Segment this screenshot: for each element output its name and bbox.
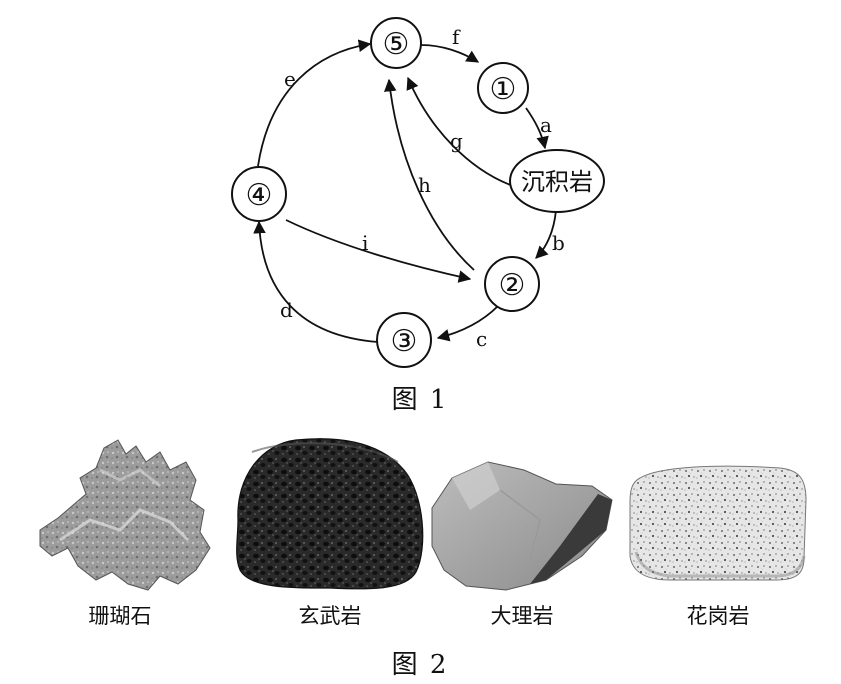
svg-text:沉积岩: 沉积岩 — [521, 168, 593, 196]
svg-text:③: ③ — [391, 324, 418, 359]
coral-stone-image — [40, 440, 210, 590]
rock-name-marble: 大理岩 — [491, 604, 554, 628]
svg-text:①: ① — [490, 72, 517, 107]
basalt-image — [237, 439, 423, 589]
figure2-caption: 图 2 — [392, 650, 449, 680]
edge-e-arrow — [258, 44, 370, 166]
rock-name-basalt: 玄武岩 — [299, 604, 362, 628]
node-4: ④ — [232, 167, 286, 221]
rock-name-granite: 花岗岩 — [687, 604, 750, 628]
edge-i-arrow — [286, 220, 470, 279]
node-sedimentary-rock: 沉积岩 — [510, 150, 604, 212]
rock-cycle-diagram: ⑤ ① 沉积岩 ④ ② ③ e f a g h b i c d 图 — [232, 18, 604, 415]
figure1-caption: 图 1 — [392, 385, 449, 415]
edge-label-e: e — [284, 67, 296, 91]
svg-text:②: ② — [499, 268, 526, 303]
edge-label-b: b — [552, 231, 565, 255]
granite-image — [630, 466, 806, 580]
node-1: ① — [478, 63, 528, 113]
node-5: ⑤ — [371, 18, 421, 68]
edge-c-arrow — [438, 306, 498, 338]
edge-label-c: c — [476, 327, 487, 351]
edge-d-arrow — [259, 222, 378, 342]
marble-image — [432, 462, 612, 590]
edge-label-g: g — [450, 129, 463, 153]
edge-label-f: f — [452, 25, 461, 49]
rock-photos: 珊瑚石 玄武岩 大理岩 花岗岩 图 2 — [40, 439, 806, 680]
node-2: ② — [485, 257, 539, 311]
edge-f-arrow — [421, 45, 478, 62]
svg-text:⑤: ⑤ — [383, 27, 410, 62]
node-3: ③ — [377, 313, 431, 367]
edge-label-a: a — [540, 113, 552, 137]
edge-label-d: d — [280, 298, 293, 322]
edge-label-i: i — [362, 231, 368, 255]
edge-label-h: h — [418, 173, 431, 197]
rock-name-coral: 珊瑚石 — [89, 604, 152, 628]
edge-h-arrow — [389, 80, 474, 270]
svg-text:④: ④ — [246, 178, 273, 213]
